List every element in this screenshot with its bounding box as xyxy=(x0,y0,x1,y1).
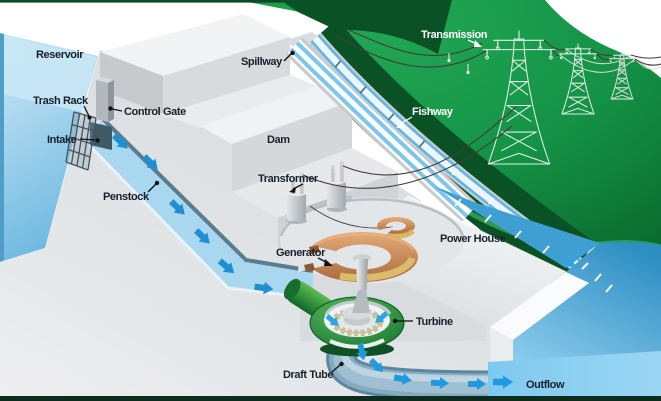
label-generator: Generator xyxy=(276,247,333,266)
penstock-label: Penstock xyxy=(103,191,150,203)
transformers xyxy=(287,160,347,224)
generator-stator-ring xyxy=(306,232,418,282)
reservoir-label: Reservoir xyxy=(36,49,84,61)
label-intake: Intake xyxy=(47,134,100,146)
generator-label: Generator xyxy=(276,247,326,259)
outflow-water xyxy=(488,351,661,397)
draft-tube-label: Draft Tube xyxy=(283,369,333,381)
turbine-assembly xyxy=(283,278,405,357)
control-gate xyxy=(96,77,114,122)
transmission-pointer-icon xyxy=(474,40,482,47)
turbine-shaft-cone xyxy=(352,290,370,313)
spillway-landing-water xyxy=(434,186,600,268)
dam-label: Dam xyxy=(267,134,290,146)
label-transmission: Transmission xyxy=(421,29,488,47)
label-turbine: Turbine xyxy=(392,316,453,328)
spillway-label: Spillway xyxy=(241,56,283,68)
fishway-baffles xyxy=(334,60,426,148)
label-power-house: Power House xyxy=(440,233,506,245)
labels-layer: Reservoir Trash Rack Control Gate Intake… xyxy=(33,29,565,391)
label-draft-tube: Draft Tube xyxy=(283,361,344,381)
generator-pointer-icon xyxy=(324,259,333,266)
transmission-label: Transmission xyxy=(421,29,488,41)
label-control-gate: Control Gate xyxy=(108,106,186,118)
transformer-unit xyxy=(327,181,346,208)
power-house-label: Power House xyxy=(440,233,506,245)
turbine-label: Turbine xyxy=(416,316,453,328)
power-lines-light xyxy=(558,48,661,73)
transformer-pointer-icon xyxy=(289,187,296,193)
outflow-label: Outflow xyxy=(526,379,565,391)
label-penstock: Penstock xyxy=(103,180,160,203)
label-outflow: Outflow xyxy=(526,379,565,391)
reservoir-water xyxy=(0,33,98,262)
penstock-channel xyxy=(83,117,314,300)
intake-label: Intake xyxy=(47,134,77,146)
transformer-unit xyxy=(287,193,306,221)
control-gate-label: Control Gate xyxy=(124,106,186,118)
transformer-label: Transformer xyxy=(258,173,319,185)
label-trash-rack: Trash Rack xyxy=(33,95,92,120)
ground-strip xyxy=(0,396,661,401)
fishway-pointer-icon xyxy=(396,122,404,128)
fishway-label: Fishway xyxy=(412,106,454,118)
generator-gold-ring xyxy=(339,256,416,282)
label-fishway: Fishway xyxy=(396,106,454,128)
intake-opening xyxy=(90,122,112,150)
label-dam: Dam xyxy=(267,134,291,146)
label-reservoir: Reservoir xyxy=(36,49,85,61)
transmission-towers xyxy=(335,27,661,165)
power-lines xyxy=(335,27,661,68)
label-spillway: Spillway xyxy=(241,50,295,68)
sky-notch xyxy=(545,0,661,78)
trash-rack xyxy=(65,111,97,171)
transformer-deck xyxy=(232,148,398,218)
fishway-outlet-steps xyxy=(562,256,613,293)
insulator-icon xyxy=(447,53,470,75)
label-transformer: Transformer xyxy=(258,173,319,193)
trash-rack-label: Trash Rack xyxy=(33,95,89,107)
